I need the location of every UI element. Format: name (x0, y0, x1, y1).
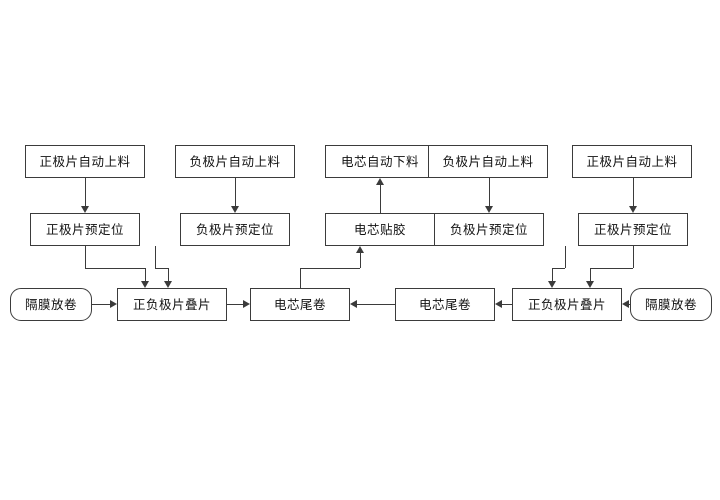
arrowhead-preposition-right-positive-to-stacking (586, 281, 594, 288)
node-negative-plate-prepositioning-left: 负极片预定位 (180, 213, 290, 246)
connector-preposition-left-negative-to-stacking-seg3 (168, 268, 169, 281)
connector-preposition-left-negative-to-stacking-seg1 (155, 246, 156, 268)
connector-preposition-right-positive-to-stacking-seg3 (590, 268, 591, 281)
arrowhead-stacking-right-to-tailwinding-right (495, 300, 502, 308)
connector-tailwinding-left-to-taping-seg3 (360, 253, 361, 268)
connector-preposition-right-negative-to-stacking-seg3 (552, 268, 553, 281)
arrowhead-taping-to-unloading (376, 178, 384, 185)
node-negative-plate-auto-feeding-left: 负极片自动上料 (175, 145, 295, 178)
connector-tailwinding-left-to-taping (300, 268, 301, 288)
connector-preposition-left-positive-to-stacking-seg2 (85, 268, 145, 269)
connector-feed-to-preposition-left-negative (235, 178, 236, 206)
node-positive-plate-prepositioning-right: 正极片预定位 (578, 213, 688, 246)
connector-taping-to-unloading (380, 185, 381, 213)
connector-preposition-right-positive-to-stacking-seg1 (633, 246, 634, 268)
connector-stacking-right-to-tailwinding-right (502, 304, 512, 305)
connector-preposition-left-positive-to-stacking-seg1 (85, 246, 86, 268)
connector-preposition-right-negative-to-stacking-seg2 (552, 268, 565, 269)
arrowhead-feed-to-preposition-left-negative (231, 206, 239, 213)
node-separator-unwinding-right: 隔膜放卷 (630, 288, 712, 321)
node-cell-tail-winding-left: 电芯尾卷 (250, 288, 350, 321)
node-negative-plate-auto-feeding-right: 负极片自动上料 (428, 145, 548, 178)
connector-feed-to-preposition-right-positive (633, 178, 634, 206)
node-separator-unwinding-left: 隔膜放卷 (10, 288, 92, 321)
arrowhead-separator-right-to-stacking (622, 300, 629, 308)
connector-preposition-left-negative-to-stacking-seg2 (155, 268, 168, 269)
node-positive-plate-prepositioning-left: 正极片预定位 (30, 213, 140, 246)
node-cell-tail-winding-right: 电芯尾卷 (395, 288, 495, 321)
node-cell-taping: 电芯贴胶 (325, 213, 435, 246)
node-cell-auto-unloading: 电芯自动下料 (325, 145, 435, 178)
arrowhead-preposition-left-positive-to-stacking (141, 281, 149, 288)
connector-stacking-left-to-tailwinding-left (227, 304, 243, 305)
arrowhead-tailwinding-left-to-taping (356, 246, 364, 253)
connector-feed-to-preposition-right-negative (489, 178, 490, 206)
connector-preposition-right-positive-to-stacking-seg2 (590, 268, 633, 269)
connector-separator-right-to-stacking (629, 304, 630, 305)
node-electrode-stacking-right: 正负极片叠片 (512, 288, 622, 321)
arrowhead-stacking-left-to-tailwinding-left (243, 300, 250, 308)
node-negative-plate-prepositioning-right: 负极片预定位 (434, 213, 544, 246)
connector-preposition-right-negative-to-stacking-seg1 (565, 246, 566, 268)
connector-tailwinding-right-to-tailwinding-left (357, 304, 395, 305)
connector-tailwinding-left-to-taping-seg2 (300, 268, 360, 269)
arrowhead-preposition-left-negative-to-stacking (164, 281, 172, 288)
connector-preposition-left-positive-to-stacking-seg3 (145, 268, 146, 281)
arrowhead-separator-left-to-stacking (110, 300, 117, 308)
arrowhead-feed-to-preposition-right-negative (485, 206, 493, 213)
arrowhead-preposition-right-negative-to-stacking (548, 281, 556, 288)
arrowhead-feed-to-preposition-left-positive (81, 206, 89, 213)
node-electrode-stacking-left: 正负极片叠片 (117, 288, 227, 321)
node-positive-plate-auto-feeding-right: 正极片自动上料 (572, 145, 692, 178)
arrowhead-feed-to-preposition-right-positive (629, 206, 637, 213)
node-positive-plate-auto-feeding-left: 正极片自动上料 (25, 145, 145, 178)
arrowhead-tailwinding-right-to-tailwinding-left (350, 300, 357, 308)
connector-feed-to-preposition-left-positive (85, 178, 86, 206)
connector-separator-left-to-stacking (92, 304, 110, 305)
